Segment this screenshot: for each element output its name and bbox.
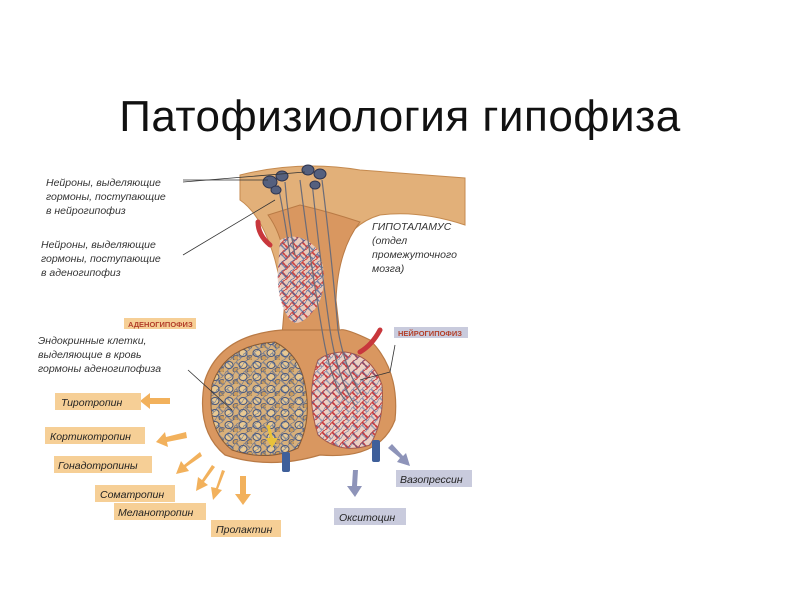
label-hypothalamus-line1: ГИПОТАЛАМУС xyxy=(372,221,452,233)
adenohypophysis-caption: АДЕНОГИПОФИЗ xyxy=(128,320,193,329)
neurohypophysis-caption-box xyxy=(394,327,468,338)
hormone-label-vasopressin: Вазопрессин xyxy=(400,474,463,486)
hormone-label-oxytocin: Окситоцин xyxy=(339,512,395,524)
label-neurons-neuro-line2: гормоны, поступающие xyxy=(46,191,166,203)
label-endocrine-line1: Эндокринные клетки, xyxy=(38,335,146,347)
hormone-label-prolactin: Пролактин xyxy=(216,524,272,536)
hormone-tag-melanotropin xyxy=(114,503,206,520)
hormone-tag-corticotropin xyxy=(45,427,145,444)
vein-vessel xyxy=(282,452,290,472)
label-neurons-neuro-line3: в нейрогипофиз xyxy=(46,205,126,217)
artery-vessel xyxy=(255,219,273,248)
hormone-tag-vasopressin xyxy=(396,470,472,487)
label-endocrine-line2: выделяющие в кровь xyxy=(38,349,142,361)
axon-bundle xyxy=(277,179,363,406)
neuron-cells xyxy=(262,164,327,195)
label-hypothalamus-line2: (отдел xyxy=(372,235,407,247)
leader-lines xyxy=(182,171,396,411)
label-neurons-adeno-line2: гормоны, поступающие xyxy=(41,253,161,265)
label-neurons-adeno-line1: Нейроны, выделяющие xyxy=(41,239,156,251)
hormone-tag-prolactin xyxy=(211,520,281,537)
hormone-label-melanotropin: Меланотропин xyxy=(118,507,194,519)
hormone-tag-thyrotropin xyxy=(55,393,141,410)
label-endocrine-line3: гормоны аденогипофиза xyxy=(38,363,161,375)
slide-title: Патофизиология гипофиза xyxy=(119,92,681,141)
label-hypothalamus-line3: промежуточного xyxy=(372,249,457,261)
hormone-tag-oxytocin xyxy=(334,508,406,525)
hormone-label-somatotropin: Соматропин xyxy=(100,489,164,501)
adenohypophysis-caption-box xyxy=(124,318,196,329)
hormone-label-gonadotropins: Гонадотропины xyxy=(58,460,138,472)
neuro-hormone-arrows xyxy=(347,444,410,497)
label-neurons-adeno-line3: в аденогипофиз xyxy=(41,267,121,279)
hormone-tag-somatotropin xyxy=(95,485,175,502)
neurohypophysis-caption: НЕЙРОГИПОФИЗ xyxy=(398,329,462,338)
label-hypothalamus-line4: мозга) xyxy=(372,263,404,275)
hormone-label-thyrotropin: Тиротропин xyxy=(61,397,123,409)
hormone-tag-gonadotropins xyxy=(54,456,152,473)
adeno-hormone-arrows xyxy=(140,393,251,505)
label-neurons-neuro-line1: Нейроны, выделяющие xyxy=(46,177,161,189)
hormone-label-corticotropin: Кортикотропин xyxy=(50,431,131,443)
